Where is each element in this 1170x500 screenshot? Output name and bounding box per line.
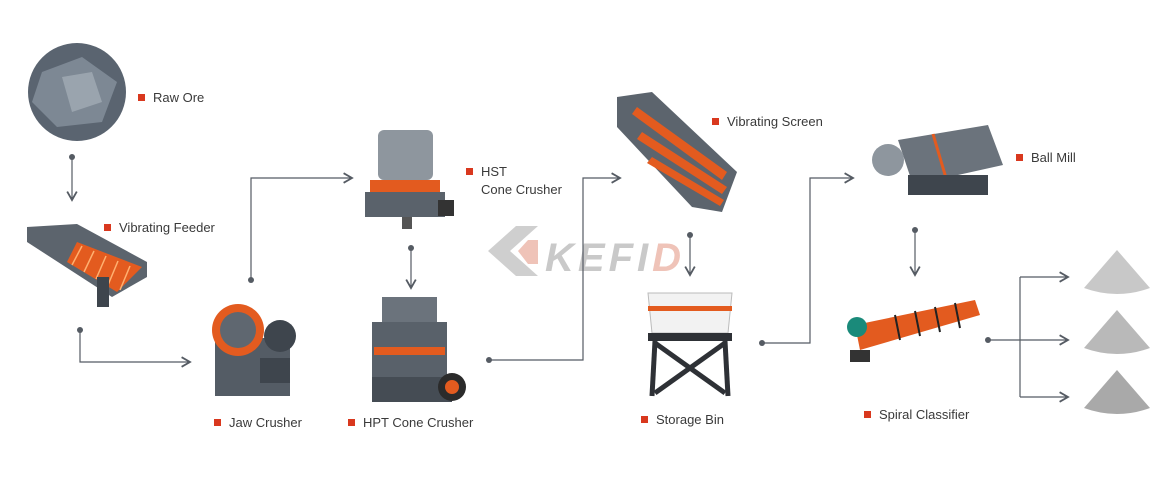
- raw-ore-image: [28, 43, 126, 141]
- bullet-square-icon: [1016, 154, 1023, 161]
- bullet-square-icon: [864, 411, 871, 418]
- bullet-square-icon: [138, 94, 145, 101]
- label-ball-mill: Ball Mill: [1016, 149, 1076, 167]
- bullet-square-icon: [712, 118, 719, 125]
- arrow-jaw-to-hst: [250, 172, 354, 280]
- vibrating-screen-image: [617, 92, 737, 212]
- vibrating-feeder-image: [27, 224, 147, 307]
- bullet-square-icon: [214, 419, 221, 426]
- bullet-square-icon: [641, 416, 648, 423]
- ball-mill-image: [872, 125, 1003, 195]
- arrow-feeder-to-jaw: [79, 330, 192, 368]
- kefid-logo: KEFID: [545, 236, 686, 280]
- label-hpt-cone-crusher: HPT Cone Crusher: [348, 414, 473, 432]
- label-vibrating-screen: Vibrating Screen: [712, 113, 823, 131]
- product-piles-image: [1084, 250, 1150, 414]
- label-raw-ore: Raw Ore: [138, 89, 204, 107]
- label-storage-bin: Storage Bin: [641, 411, 724, 429]
- spiral-classifier-image: [847, 300, 980, 362]
- bullet-square-icon: [348, 419, 355, 426]
- label-spiral-classifier: Spiral Classifier: [864, 406, 969, 424]
- jaw-crusher-image: [212, 304, 296, 396]
- label-jaw-crusher: Jaw Crusher: [214, 414, 302, 432]
- arrow-hpt-to-screen: [489, 172, 622, 361]
- bullet-square-icon: [104, 224, 111, 231]
- hpt-cone-crusher-image: [372, 297, 466, 402]
- hst-cone-crusher-image: [365, 130, 454, 229]
- label-vibrating-feeder: Vibrating Feeder: [104, 219, 215, 237]
- storage-bin-image: [647, 292, 733, 397]
- bullet-square-icon: [466, 168, 473, 175]
- kefid-logo-icon: [488, 226, 538, 276]
- arrow-bin-to-mill: [762, 172, 855, 344]
